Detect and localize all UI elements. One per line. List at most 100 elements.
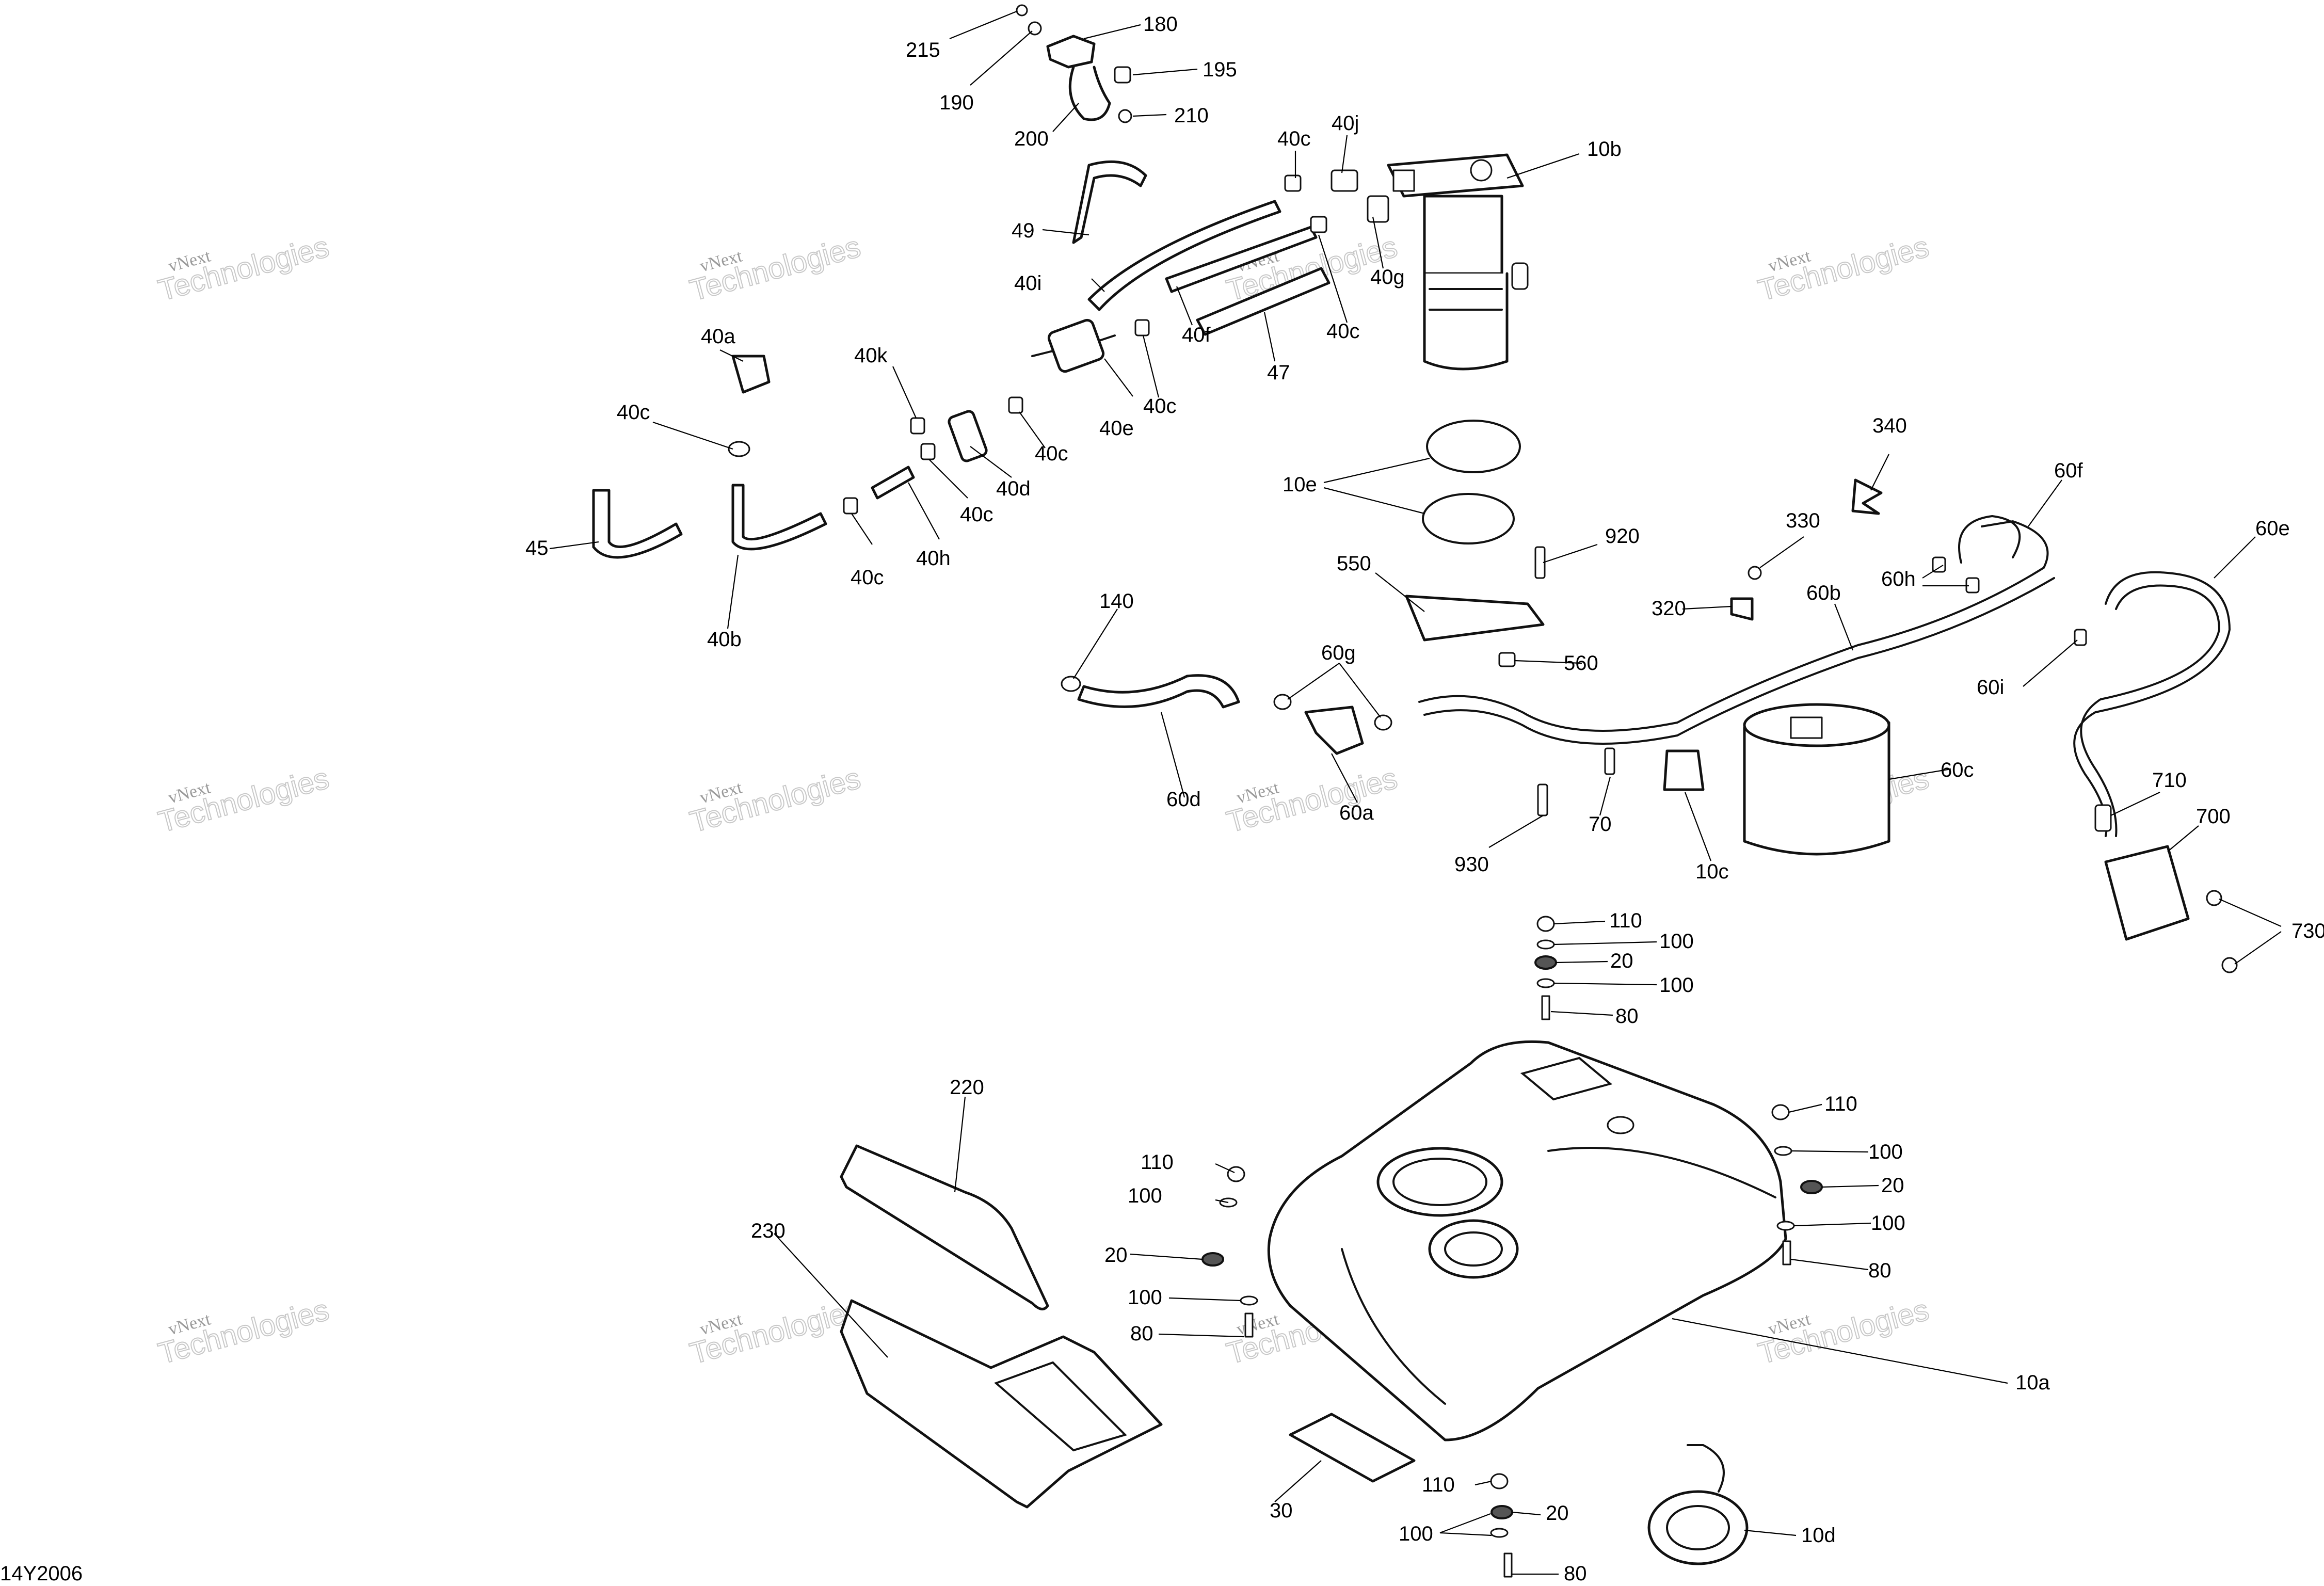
vent-line-60e-outer: [2080, 584, 2221, 837]
callout-labels: 215 190 180 195 200 210 49 40c 40j 10b 4…: [525, 13, 2324, 1585]
gasket-10e-lower: [1422, 493, 1515, 544]
mounting-hardware-bottom: [1490, 1473, 1513, 1578]
callout-label: 20: [1881, 1174, 1904, 1197]
callout-label: 100: [1871, 1212, 1905, 1235]
callout-label: 230: [751, 1220, 786, 1242]
callout-label: 60a: [1339, 802, 1374, 824]
clamp-40c: [920, 443, 936, 460]
callout-label: 180: [1143, 13, 1178, 36]
callout-label: 215: [906, 39, 940, 61]
callout-label: 10e: [1283, 473, 1317, 496]
hose-60f: [1958, 515, 2021, 564]
fuel-filter-40e: [1031, 318, 1116, 373]
hose-40f: [1165, 226, 1318, 293]
watermark: Technologies vNext: [154, 761, 333, 839]
hose-49: [1072, 160, 1147, 244]
callout-label: 60e: [2255, 517, 2290, 540]
clip-320: [1730, 597, 1754, 621]
connector-40j: [1331, 169, 1358, 192]
fuel-pump-module-10b: [1387, 153, 1529, 371]
bracket-180-group: [1016, 4, 1132, 123]
callout-label: 40i: [1014, 272, 1041, 295]
callout-label: 40g: [1370, 266, 1405, 289]
fuel-tank-10a: [1267, 1040, 1787, 1441]
callout-label: 60b: [1806, 582, 1841, 604]
callout-label: 40b: [707, 628, 742, 651]
mounting-hardware-upper: [1534, 916, 1557, 1020]
watermark: Technologies vNext: [686, 1292, 864, 1371]
vent-line-60e: [2073, 571, 2231, 837]
callout-label: 930: [1454, 853, 1489, 876]
heat-shield-230-panel: [994, 1361, 1127, 1452]
callout-label: 920: [1605, 525, 1640, 548]
callout-label: 100: [1399, 1523, 1433, 1545]
connector-40g: [1367, 195, 1389, 223]
callout-label: 60g: [1321, 642, 1356, 664]
parts-artwork: [592, 4, 2238, 1578]
nut-195: [1114, 66, 1131, 84]
watermark: Technologies vNext: [154, 1292, 333, 1371]
callout-label: 70: [1589, 813, 1612, 836]
callout-label: 80: [1130, 1322, 1153, 1345]
reference-code: 14Y2006: [0, 1562, 83, 1585]
clamp-710: [2094, 804, 2112, 832]
screw-215: [1016, 4, 1028, 17]
callout-label: 40c: [1326, 320, 1360, 343]
callout-label: 40c: [1277, 127, 1311, 150]
clamp-200: [1068, 66, 1111, 121]
callout-label: 100: [1128, 1286, 1162, 1309]
callout-label: 140: [1099, 590, 1134, 613]
callout-label: 320: [1652, 597, 1686, 620]
sender-550: [1405, 595, 1545, 642]
heat-shield-220: [840, 1144, 1049, 1310]
hose-40i: [1087, 200, 1281, 311]
watermark: Technologies vNext: [1754, 1292, 1933, 1371]
callout-label: 330: [1786, 509, 1820, 532]
callout-label: 20: [1546, 1502, 1569, 1525]
callout-label: 195: [1203, 58, 1237, 81]
callout-label: 40d: [996, 477, 1031, 500]
mounting-hardware-left: [1201, 1166, 1258, 1338]
callout-label: 10b: [1587, 138, 1622, 161]
callout-label: 560: [1564, 652, 1598, 675]
hose-40d: [948, 410, 988, 462]
callout-label: 550: [1337, 552, 1371, 575]
callout-label: 710: [2152, 769, 2187, 792]
callout-label: 40c: [960, 503, 993, 526]
valve-700: [2104, 845, 2190, 941]
watermark: Technologies vNext: [686, 229, 864, 308]
clamp-40c: [843, 497, 858, 515]
callout-label: 45: [525, 537, 549, 559]
screw-210: [1118, 109, 1132, 123]
callout-label: 60f: [2054, 459, 2083, 482]
clamp-40c: [728, 441, 750, 457]
callout-label: 40f: [1182, 324, 1211, 346]
clamp-60g: [1273, 694, 1292, 710]
canister-60c: [1743, 703, 1890, 856]
callout-label: 49: [1012, 219, 1035, 242]
callout-label: 10d: [1801, 1524, 1836, 1547]
callout-label: 40e: [1099, 417, 1134, 440]
callout-label: 110: [1141, 1151, 1174, 1174]
callout-label: 100: [1659, 974, 1694, 997]
clamp-60h: [1932, 556, 1946, 573]
callout-label: 210: [1174, 104, 1209, 127]
callout-label: 700: [2196, 805, 2231, 828]
bracket-180: [1046, 35, 1096, 69]
callout-label: 190: [939, 91, 974, 114]
hose-60d: [1077, 674, 1240, 709]
watermark: Technologies vNext: [1223, 761, 1401, 839]
leader-lines: [549, 10, 2282, 1575]
watermark: Technologies vNext: [1754, 229, 1933, 308]
callout-label: 60c: [1941, 759, 1974, 781]
heat-shield-230: [840, 1299, 1163, 1509]
callout-label: 100: [1128, 1184, 1162, 1207]
callout-label: 20: [1610, 950, 1633, 972]
clamp-40k: [910, 417, 925, 435]
callout-label: 47: [1267, 361, 1290, 384]
callout-label: 340: [1872, 414, 1907, 437]
pad-30: [1289, 1413, 1416, 1483]
connector-40a: [731, 355, 771, 394]
callout-label: 80: [1615, 1005, 1639, 1028]
